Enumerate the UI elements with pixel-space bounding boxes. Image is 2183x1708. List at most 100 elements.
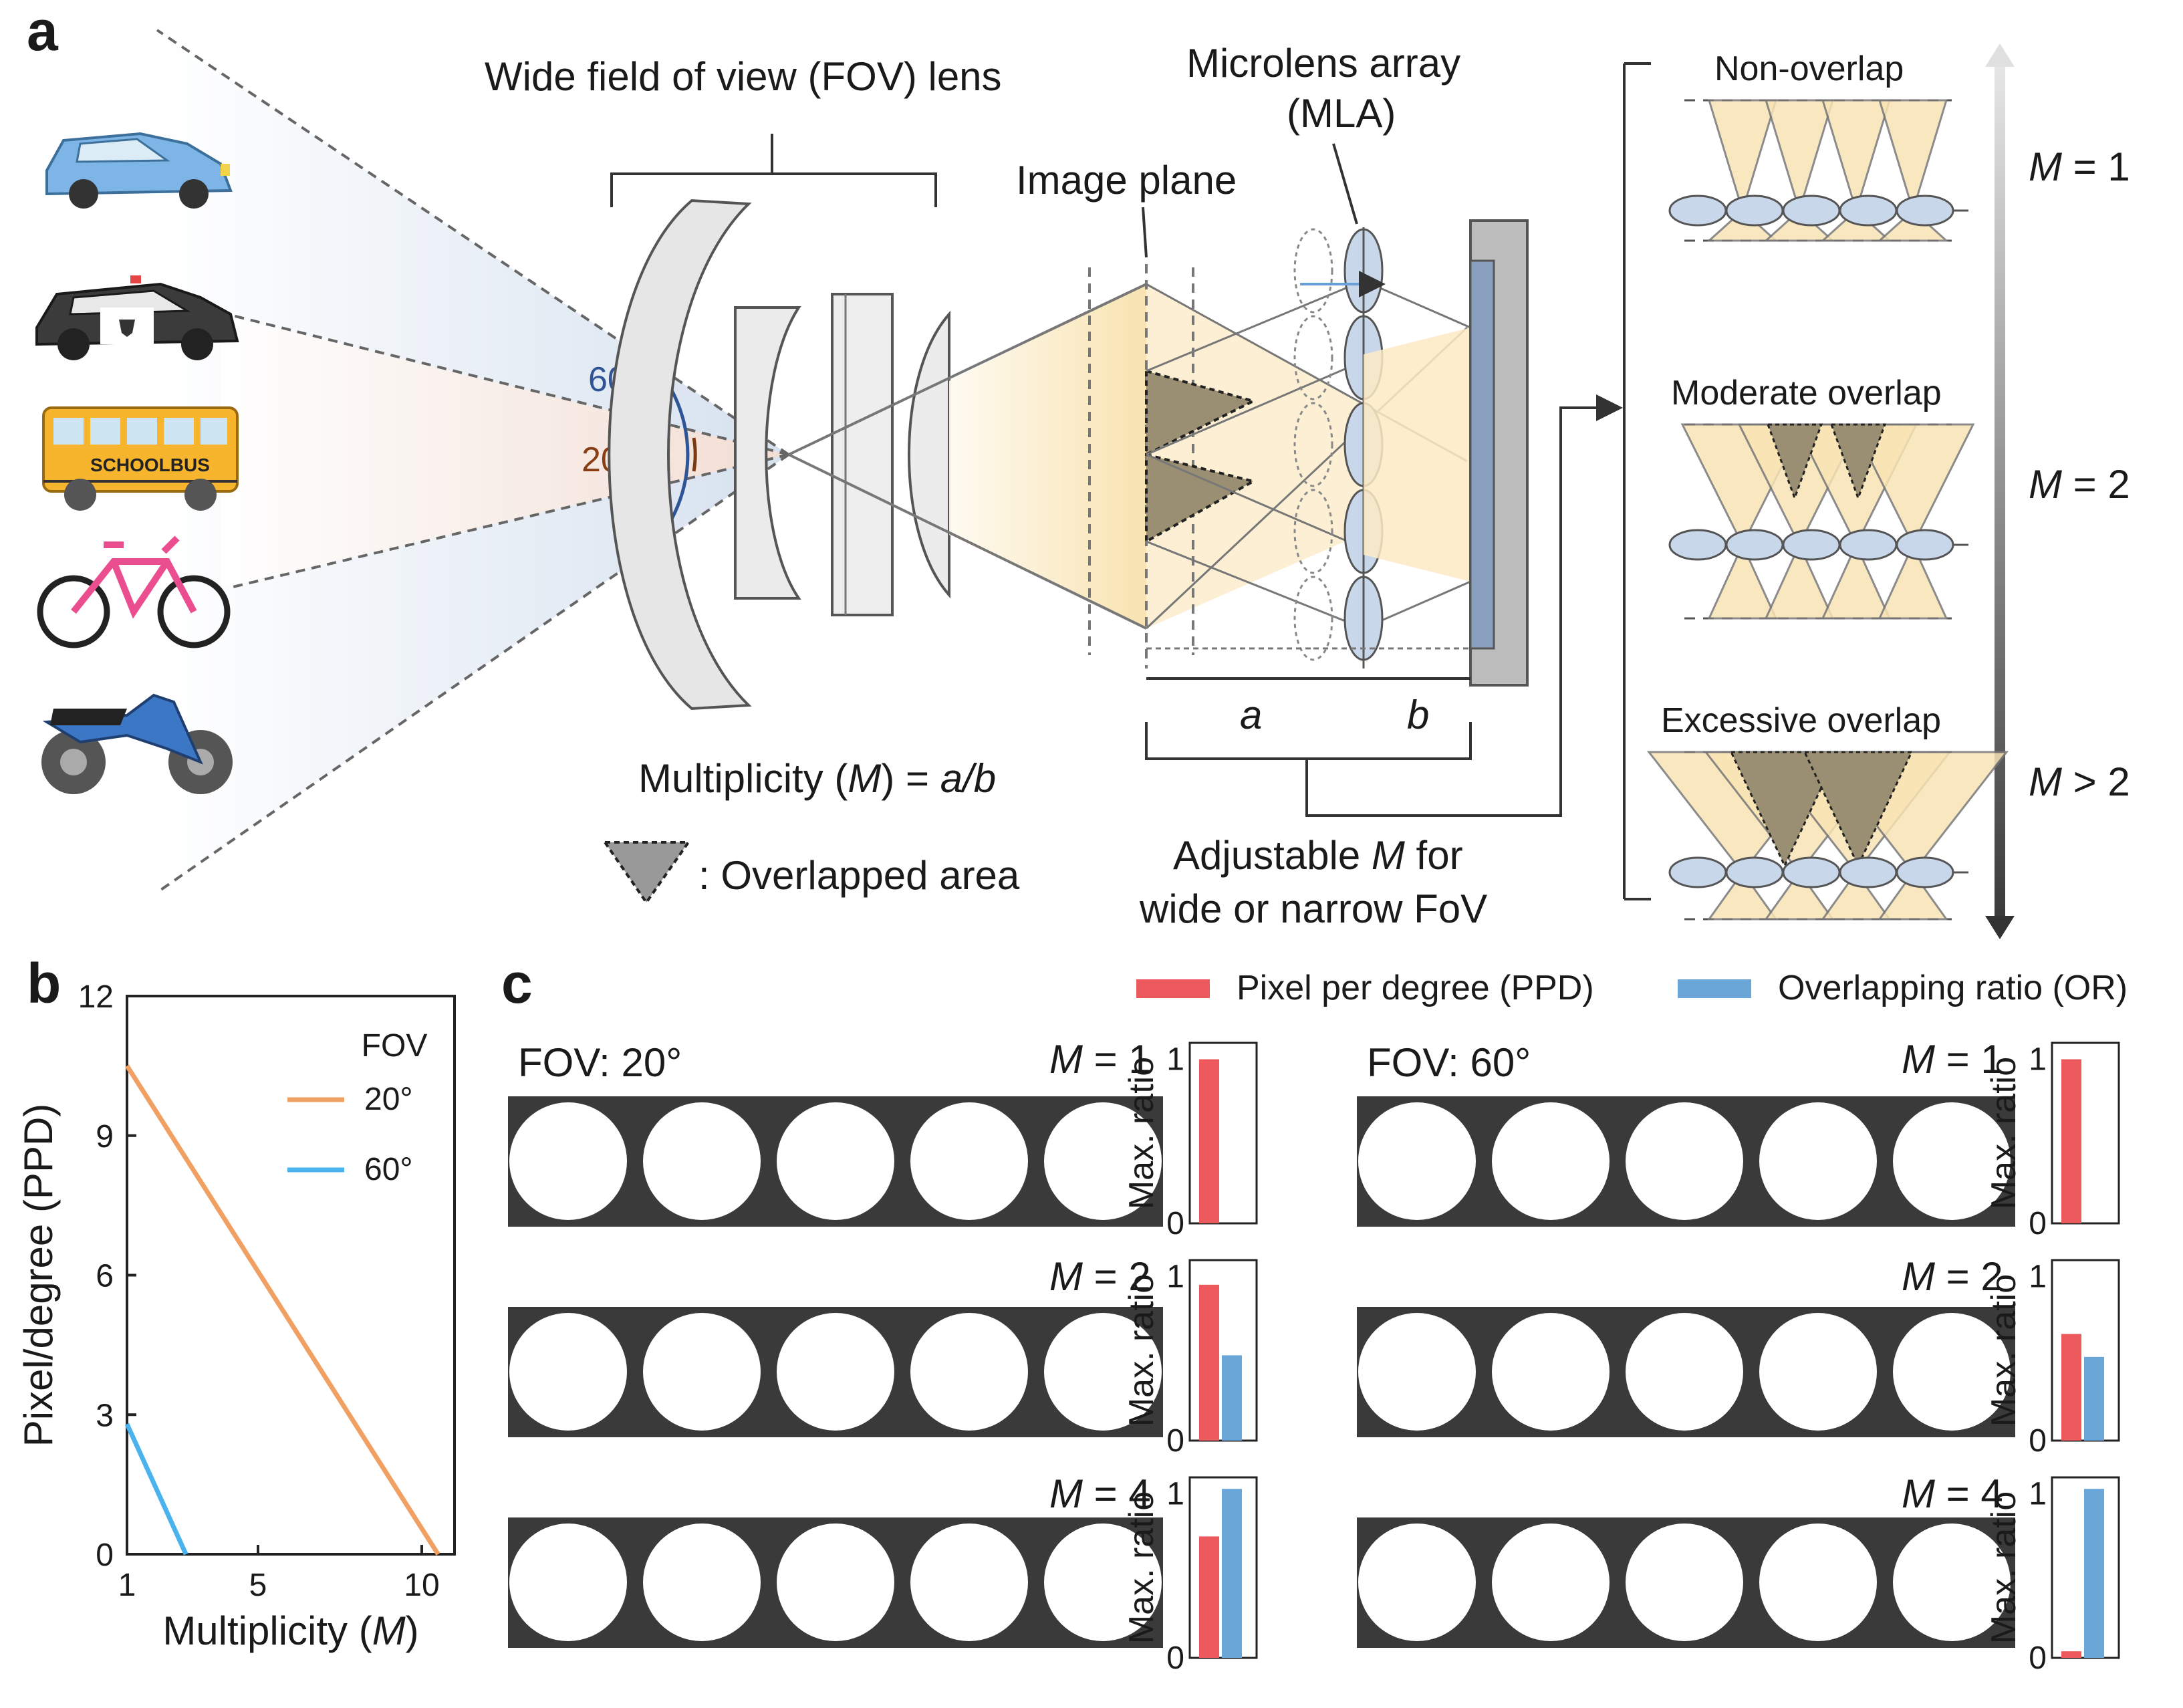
subimage-circle: [1044, 1523, 1162, 1641]
ppd-bar: [1199, 1536, 1219, 1658]
panel-c-label: c: [501, 952, 533, 1015]
bar-y-label: Max. ratio: [1984, 1274, 2023, 1427]
y-tick-label: 12: [78, 979, 114, 1015]
subimage-circle: [1044, 1102, 1162, 1220]
bar-tick-label: 0: [1166, 1640, 1184, 1676]
ppd-bar: [1199, 1284, 1219, 1441]
mode-cone: [1878, 99, 1948, 215]
bar-frame: [2051, 1042, 2120, 1225]
mode-overlap: [1829, 423, 1887, 501]
school-bus-text: SCHOOLBUS: [90, 455, 210, 475]
subimage-circle: [643, 1102, 761, 1220]
mode-title: Excessive overlap: [1661, 701, 1941, 740]
bar-tick-label: 1: [1166, 1477, 1184, 1512]
series-line: [124, 1423, 188, 1556]
bar-tick-label: 1: [1166, 1042, 1184, 1078]
subimage-circle: [777, 1102, 894, 1220]
subimage-circle: [910, 1523, 1028, 1641]
distance-b-label: b: [1407, 693, 1429, 737]
convex-lens: [908, 310, 950, 599]
x-tick-label: 10: [404, 1568, 439, 1603]
mode-cone: [1707, 870, 1778, 921]
front-meniscus-lens: [608, 199, 752, 711]
multiplicity-label: M = 4: [1902, 1471, 2003, 1516]
bar-y-label: Max. ratio: [1122, 1057, 1161, 1209]
y-tick-label: 0: [96, 1538, 114, 1573]
overlap-triangle: [1145, 453, 1257, 544]
subimage-circle: [1759, 1102, 1877, 1220]
subimage-circle: [509, 1313, 627, 1431]
subimage-circle: [777, 1313, 894, 1431]
mode-lens: [1782, 856, 1841, 888]
doublet-lens: [831, 293, 894, 616]
subimage-circle: [1893, 1313, 2011, 1431]
mode-lens: [1839, 195, 1898, 227]
mode-m-label: M > 2: [2029, 759, 2130, 804]
y-tick-label: 3: [96, 1398, 114, 1433]
mode-m-label: M = 1: [2029, 144, 2130, 189]
mode-lens: [1782, 195, 1841, 227]
subimage-circle: [1358, 1102, 1476, 1220]
mode-cone: [1707, 99, 1778, 215]
bar-y-label: Max. ratio: [1984, 1057, 2023, 1209]
panel-a-label: a: [27, 0, 59, 62]
x-tick-label: 1: [118, 1568, 136, 1603]
bar-y-label: Max. ratio: [1122, 1274, 1161, 1427]
subimage-circle: [509, 1102, 627, 1220]
mode-lens: [1839, 529, 1898, 561]
y-axis-label: Pixel/degree (PPD): [16, 1104, 61, 1447]
or-bar: [2084, 1489, 2104, 1658]
mode-lens: [1668, 856, 1727, 888]
subimage-circle: [1759, 1523, 1877, 1641]
legend-label: 60°: [364, 1152, 413, 1187]
overlap-legend-label: : Overlapped area: [698, 853, 1020, 898]
subimage-circle: [777, 1523, 894, 1641]
mode-lens: [1896, 195, 1954, 227]
mode-cone: [1764, 870, 1835, 921]
multiplicity-label: M = 4: [1049, 1471, 1151, 1516]
panel-b-label: b: [27, 952, 61, 1015]
mla-ghost: [1293, 228, 1333, 661]
multiplicity-label: M = 1: [1049, 1037, 1151, 1082]
bar-tick-label: 0: [2029, 1640, 2047, 1676]
subimage-circle: [1358, 1313, 1476, 1431]
mode-m-label: M = 2: [2029, 462, 2130, 507]
mode-cone: [1707, 542, 1778, 620]
ppd-bar: [2061, 1334, 2081, 1441]
sensor-chip: [1469, 259, 1495, 650]
multiplicity-label: M = 2: [1049, 1254, 1151, 1299]
y-tick-label: 6: [96, 1259, 114, 1294]
ab-bracket: [1145, 722, 1472, 760]
ppd-bar: [1199, 1059, 1219, 1223]
x-axis-label: Multiplicity (M): [162, 1608, 418, 1653]
overlap-legend-triangle: [602, 841, 691, 905]
x-tick-label: 5: [249, 1568, 267, 1603]
mode-title: Moderate overlap: [1671, 374, 1942, 412]
plot-frame: [126, 995, 456, 1556]
subimage-circle: [1492, 1313, 1610, 1431]
mla-label-line2: (MLA): [1287, 91, 1396, 136]
multiplicity-formula: Multiplicity (M) = a/b: [638, 756, 996, 801]
bar-y-label: Max. ratio: [1984, 1491, 2023, 1644]
lens-label: Wide field of view (FOV) lens: [485, 54, 1002, 99]
bar-tick-label: 1: [2029, 1259, 2047, 1295]
subimage-circle: [1759, 1313, 1877, 1431]
mode-cone: [1851, 423, 1975, 547]
y-tick-label: 9: [96, 1119, 114, 1154]
mla-rays: [1145, 279, 1471, 630]
mode-title: Non-overlap: [1714, 49, 1904, 88]
subimage-circle: [643, 1313, 761, 1431]
bar-tick-label: 0: [1166, 1206, 1184, 1241]
car-icon: [45, 132, 233, 209]
ppd-bar: [2061, 1651, 2081, 1658]
mode-lens: [1725, 529, 1784, 561]
bar-tick-label: 0: [2029, 1423, 2047, 1459]
legend-label: Pixel per degree (PPD): [1237, 969, 1594, 1007]
mode-lens: [1725, 856, 1784, 888]
subimage-circle: [1893, 1523, 2011, 1641]
mode-overlap: [1803, 751, 1914, 868]
adjust-connector: [1305, 394, 1623, 817]
multiplicity-label: M = 2: [1902, 1254, 2003, 1299]
